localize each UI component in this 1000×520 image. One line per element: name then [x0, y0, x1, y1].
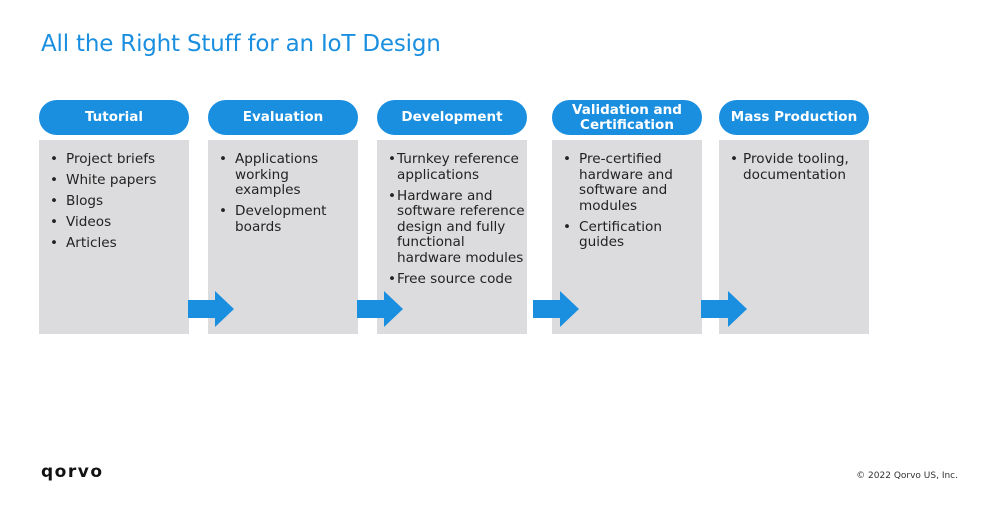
stage-evaluation: Evaluation Applications working examples…: [208, 100, 358, 334]
stage-items: Project briefs White papers Blogs Videos…: [39, 151, 189, 257]
list-item: Certification guides: [552, 219, 702, 251]
right-arrow-icon: [357, 291, 403, 327]
right-arrow-icon: [188, 291, 234, 327]
slide-title: All the Right Stuff for an IoT Design: [41, 31, 441, 57]
right-arrow-icon: [701, 291, 747, 327]
list-item: Hardware and software reference design a…: [377, 188, 527, 267]
stage-header: Tutorial: [39, 100, 189, 135]
list-item: Free source code: [377, 272, 527, 288]
list-item: Videos: [39, 215, 189, 231]
list-item: Provide tooling, documentation: [719, 151, 869, 183]
stage-header: Validation and Certification: [552, 100, 702, 135]
stage-tutorial: Tutorial Project briefs White papers Blo…: [39, 100, 189, 334]
stage-development: Development Turnkey reference applicatio…: [377, 100, 527, 334]
stage-header: Mass Production: [719, 100, 869, 135]
list-item: White papers: [39, 172, 189, 189]
list-item: Turnkey reference applications: [377, 151, 527, 183]
stage-header: Development: [377, 100, 527, 135]
copyright-text: © 2022 Qorvo US, Inc.: [856, 471, 958, 481]
stage-items: Pre-certified hardware and software and …: [552, 151, 702, 257]
stage-validation-certification: Validation and Certification Pre-certifi…: [552, 100, 702, 334]
list-item: Project briefs: [39, 151, 189, 168]
list-item: Applications working examples: [208, 151, 358, 199]
right-arrow-icon: [533, 291, 579, 327]
list-item: Development boards: [208, 203, 358, 235]
stage-items: Applications working examples Developmen…: [208, 151, 358, 241]
stage-mass-production: Mass Production Provide tooling, documen…: [719, 100, 869, 334]
list-item: Articles: [39, 236, 189, 252]
stage-items: Turnkey reference applications Hardware …: [377, 151, 527, 293]
stage-items: Provide tooling, documentation: [719, 151, 869, 189]
stage-header: Evaluation: [208, 100, 358, 135]
list-item: Pre-certified hardware and software and …: [552, 151, 702, 214]
qorvo-logo: qorvo: [41, 462, 104, 482]
list-item: Blogs: [39, 194, 189, 210]
